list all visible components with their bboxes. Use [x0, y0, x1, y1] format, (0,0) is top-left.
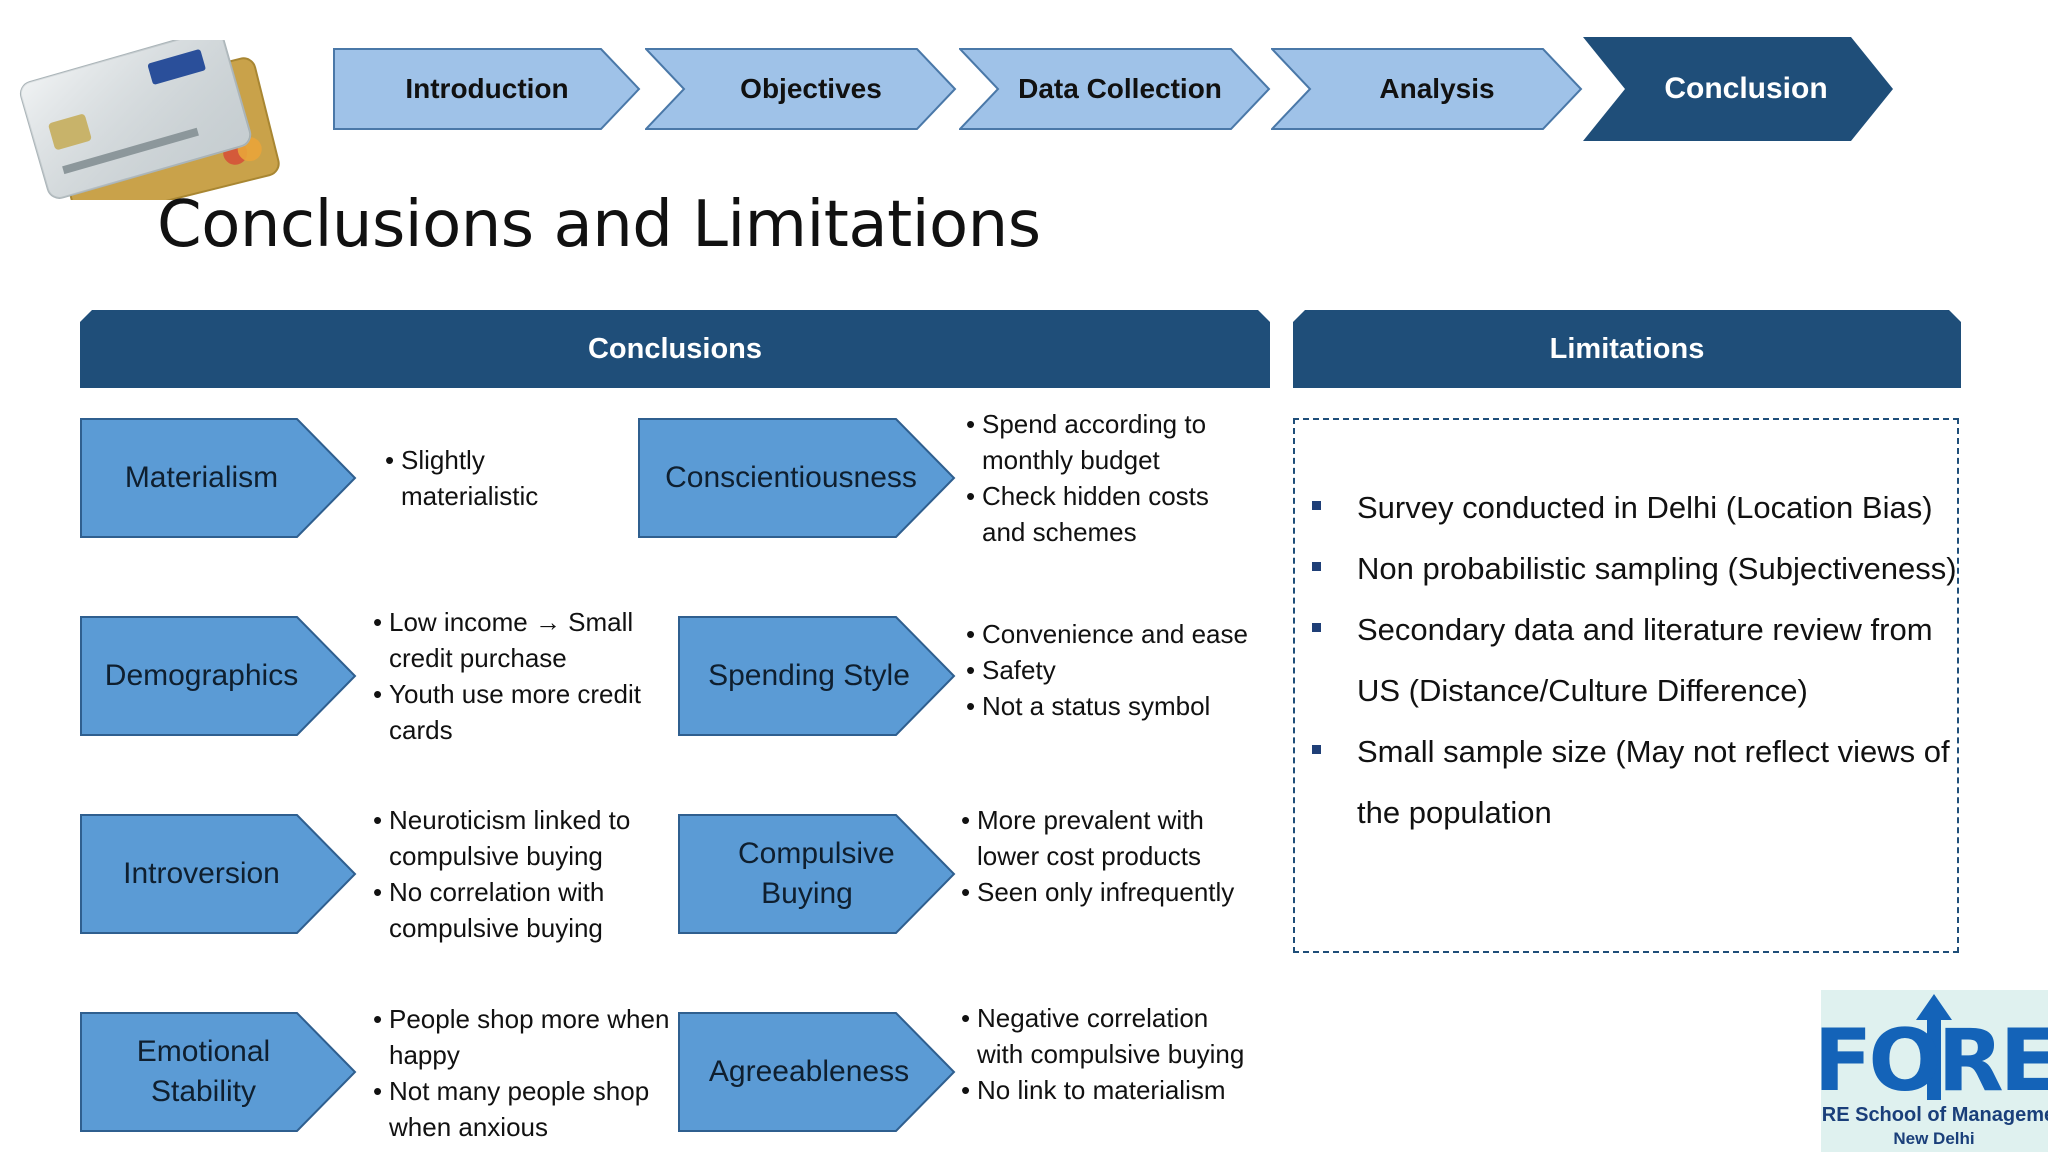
bullet-item: No correlation with compulsive buying: [373, 874, 673, 946]
step-label: Analysis: [1379, 73, 1495, 104]
limitation-item: Survey conducted in Delhi (Location Bias…: [1310, 477, 1960, 538]
spending-style-bullets: Convenience and ease Safety Not a status…: [966, 616, 1266, 724]
bullet-square-icon: [1312, 623, 1321, 632]
emotional-stability-bullets: People shop more when happy Not many peo…: [373, 1001, 673, 1145]
chevron-label: Emotional Stability: [136, 1034, 271, 1109]
bullet-square-icon: [1312, 745, 1321, 754]
step-objectives[interactable]: Objectives: [645, 48, 957, 130]
page-title: Conclusions and Limitations: [157, 188, 1041, 262]
limitation-item: Secondary data and literature review fro…: [1310, 599, 1960, 721]
chevron-label: Materialism: [124, 460, 279, 494]
bullet-item: Negative correlation with compulsive buy…: [961, 1000, 1261, 1072]
chevron-conscientiousness: Conscientiousness: [638, 418, 956, 538]
chevron-compulsive-buying: Compulsive Buying: [678, 814, 956, 934]
conclusions-header: Conclusions: [80, 310, 1270, 388]
chevron-materialism: Materialism: [80, 418, 357, 538]
fore-logo: FORE FORE School of Management New Delhi: [1821, 990, 2048, 1152]
bullet-item: Youth use more credit cards: [373, 676, 673, 748]
chevron-agreeableness: Agreeableness: [678, 1012, 956, 1132]
chevron-emotional-stability: Emotional Stability: [80, 1012, 357, 1132]
svg-text:New Delhi: New Delhi: [1893, 1129, 1974, 1148]
limitations-header: Limitations: [1293, 310, 1961, 388]
limitations-list: Survey conducted in Delhi (Location Bias…: [1310, 477, 1960, 843]
chevron-label: Compulsive Buying: [738, 836, 895, 911]
bullet-square-icon: [1312, 562, 1321, 571]
conclusions-header-label: Conclusions: [587, 332, 762, 365]
bullet-item: People shop more when happy: [373, 1001, 673, 1073]
chevron-label: Introversion: [123, 856, 280, 890]
bullet-item: No link to materialism: [961, 1072, 1261, 1108]
limitations-header-label: Limitations: [1549, 332, 1705, 365]
bullet-item: Seen only infrequently: [961, 874, 1261, 910]
step-analysis[interactable]: Analysis: [1271, 48, 1583, 130]
step-introduction[interactable]: Introduction: [333, 48, 641, 130]
chevron-label: Demographics: [104, 658, 299, 692]
bullet-item: Not many people shop when anxious: [373, 1073, 673, 1145]
credit-cards-image: [19, 40, 280, 200]
step-label: Introduction: [405, 73, 569, 104]
bullet-item: Spend according to monthly budget: [966, 406, 1256, 478]
svg-text:FORE School of Management: FORE School of Management: [1821, 1104, 2048, 1126]
demographics-bullets: Low income → Small credit purchase Youth…: [373, 604, 673, 748]
bullet-item: More prevalent with lower cost products: [961, 802, 1261, 874]
chevron-label: Agreeableness: [708, 1054, 910, 1088]
introversion-bullets: Neuroticism linked to compulsive buying …: [373, 802, 673, 946]
bullet-item: Convenience and ease: [966, 616, 1266, 652]
bullet-item: Not a status symbol: [966, 688, 1266, 724]
step-label: Conclusion: [1664, 72, 1828, 105]
materialism-bullets: Slightly materialistic: [385, 442, 625, 514]
bullet-item: Low income → Small credit purchase: [373, 604, 673, 676]
limitation-item: Non probabilistic sampling (Subjectivene…: [1310, 538, 1960, 599]
bullet-item: Safety: [966, 652, 1266, 688]
step-label: Objectives: [740, 73, 882, 104]
bullet-item: Slightly materialistic: [385, 442, 625, 514]
chevron-spending-style: Spending Style: [678, 616, 956, 736]
bullet-item: Neuroticism linked to compulsive buying: [373, 802, 673, 874]
conscientiousness-bullets: Spend according to monthly budget Check …: [966, 406, 1256, 550]
bullet-item: Check hidden costs and schemes: [966, 478, 1256, 550]
step-label: Data Collection: [1018, 73, 1222, 104]
bullet-square-icon: [1312, 501, 1321, 510]
step-conclusion[interactable]: Conclusion: [1583, 37, 1895, 141]
chevron-introversion: Introversion: [80, 814, 357, 934]
step-data-collection[interactable]: Data Collection: [959, 48, 1271, 130]
svg-text:FORE: FORE: [1821, 1011, 2048, 1111]
chevron-label: Spending Style: [708, 658, 910, 692]
compulsive-buying-bullets: More prevalent with lower cost products …: [961, 802, 1261, 910]
chevron-label: Conscientiousness: [665, 460, 917, 494]
limitations-box: [1293, 418, 1959, 953]
limitation-item: Small sample size (May not reflect views…: [1310, 721, 1960, 843]
chevron-demographics: Demographics: [80, 616, 357, 736]
agreeableness-bullets: Negative correlation with compulsive buy…: [961, 1000, 1261, 1108]
